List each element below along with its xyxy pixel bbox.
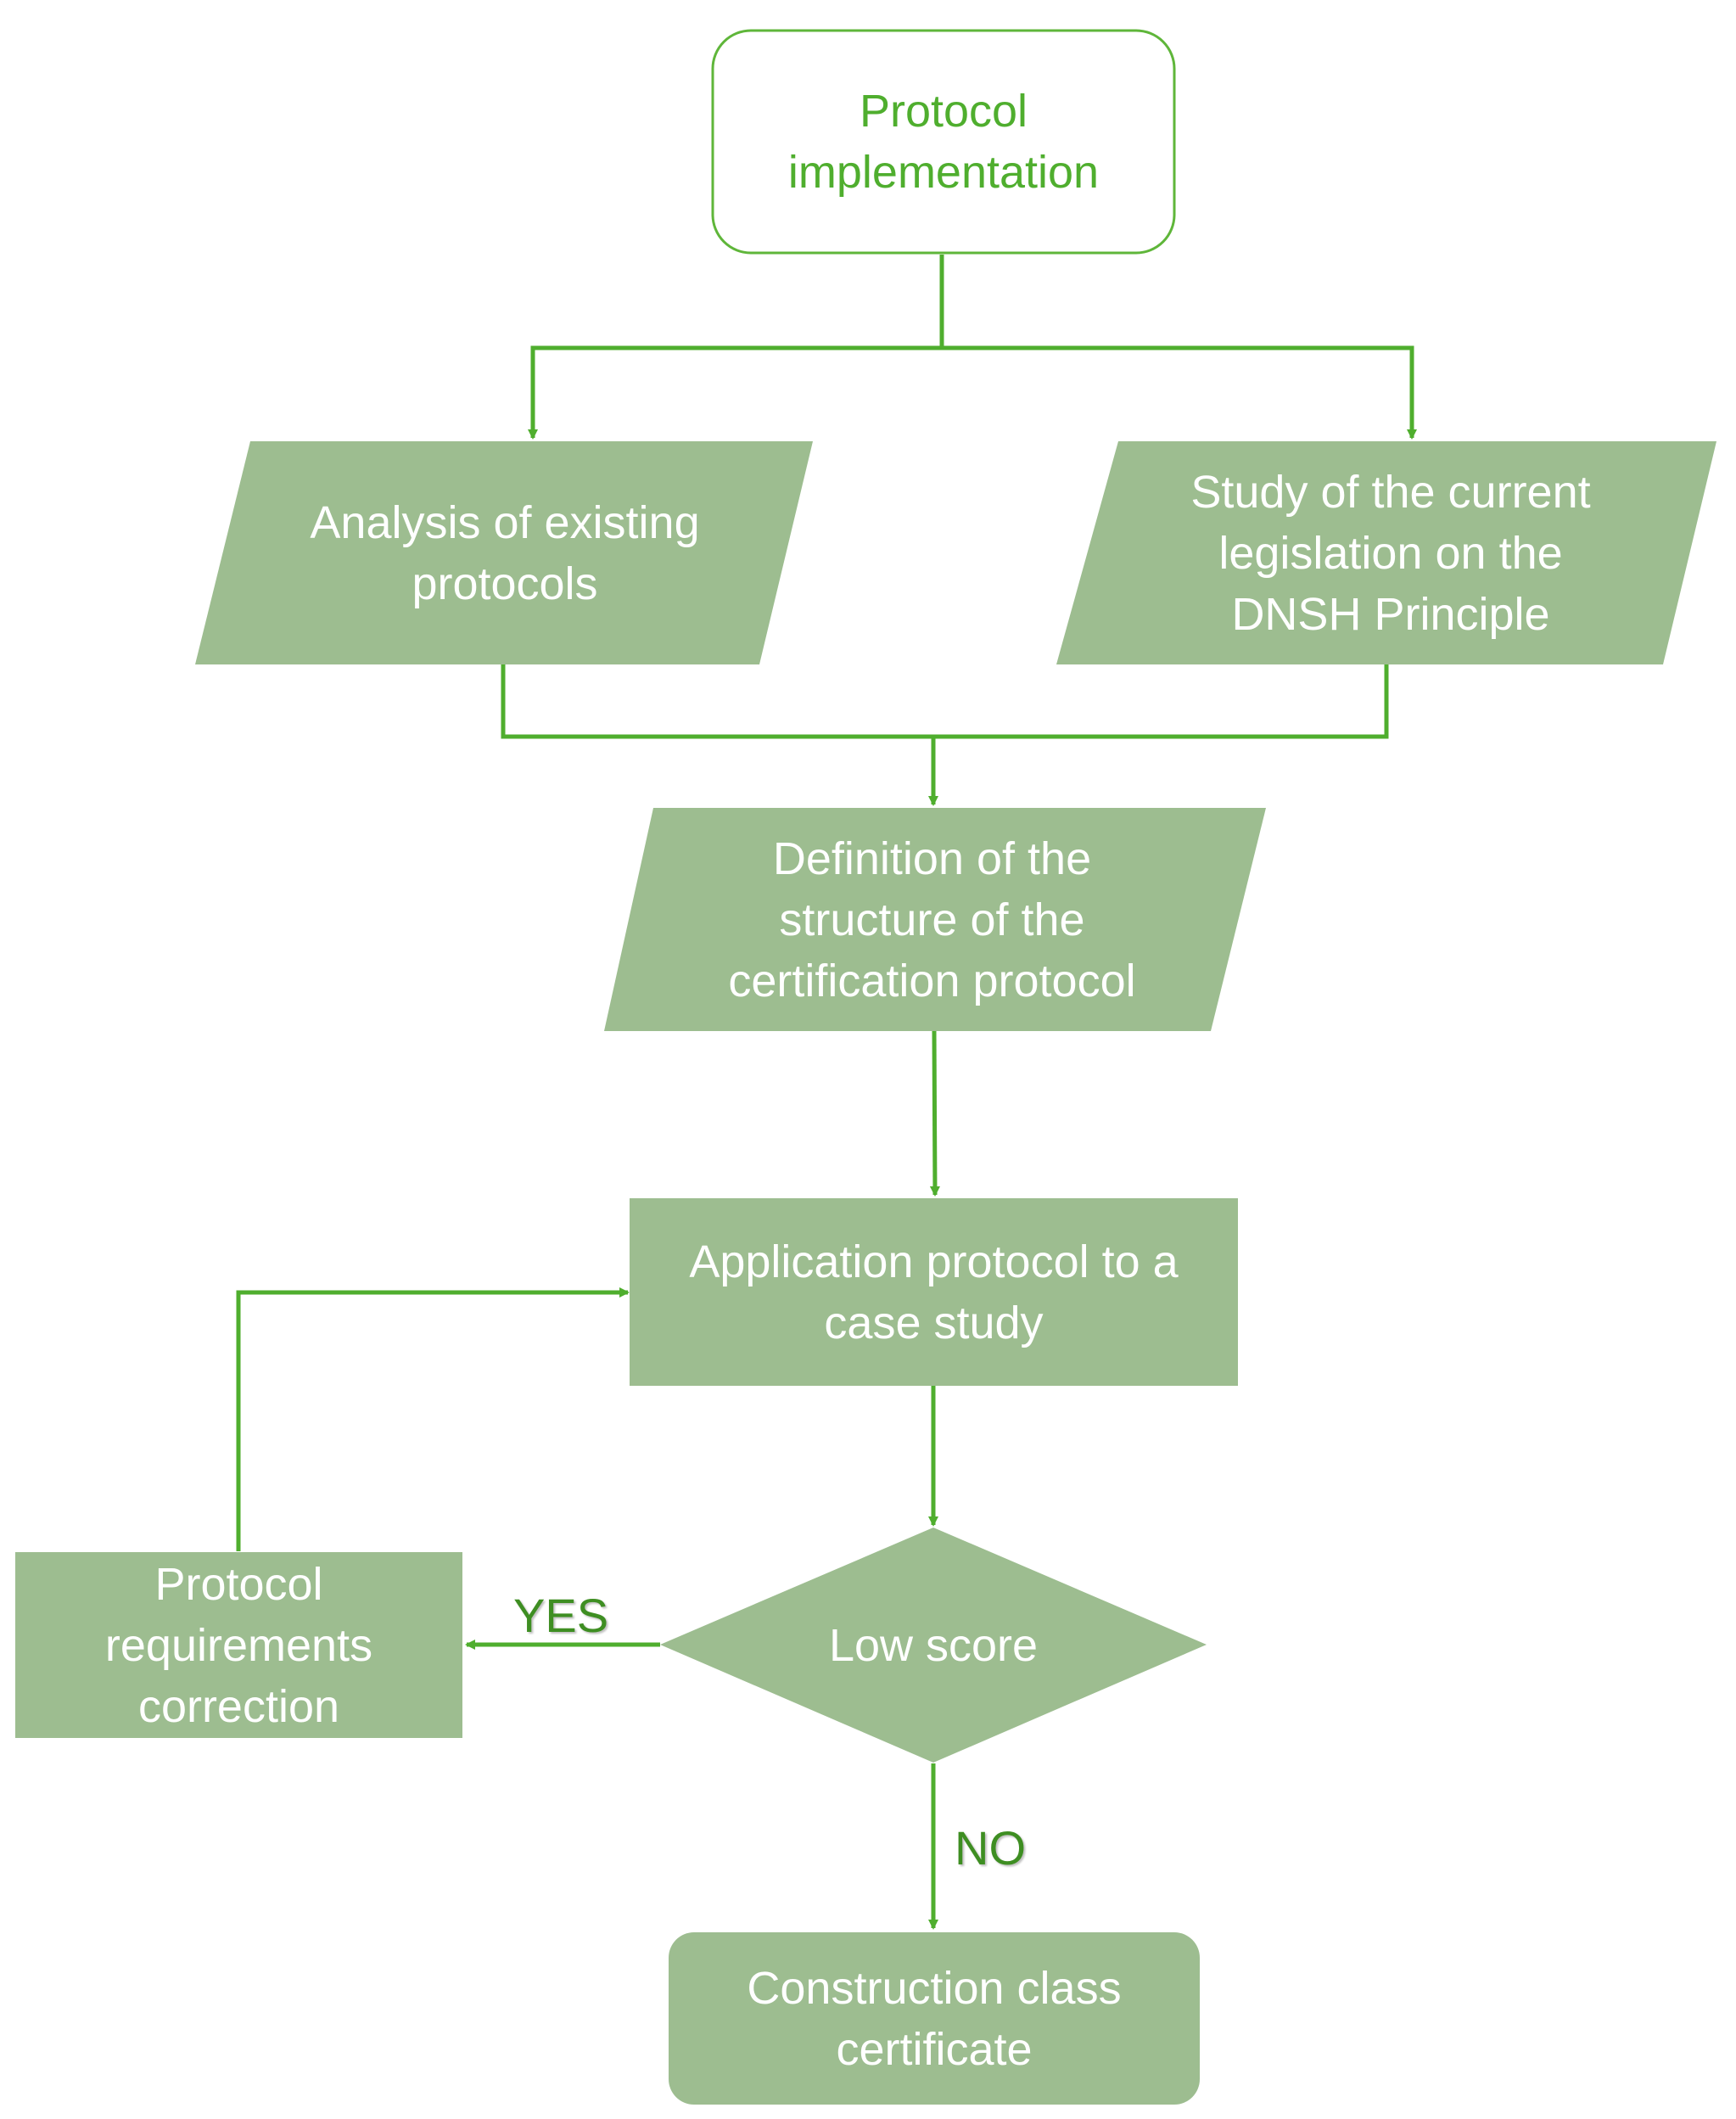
decision-node [660, 1528, 1207, 1763]
start-node [711, 29, 1176, 255]
analysis-node [195, 441, 813, 664]
edge-definition-to-application [929, 1030, 940, 1197]
definition-node [604, 808, 1266, 1031]
edge-start-to-analysis [528, 345, 942, 440]
edge-analysis-merge [501, 664, 933, 739]
edge-correction-to-application [236, 1287, 630, 1551]
edges [236, 255, 1417, 1930]
edge-start-to-legislation [942, 345, 1417, 440]
no-edge-label: NO [955, 1821, 1026, 1875]
legislation-node [1056, 441, 1716, 664]
application-node [630, 1198, 1238, 1386]
edge-legislation-merge [933, 664, 1389, 739]
correction-node [15, 1552, 462, 1738]
certificate-node [669, 1932, 1200, 2105]
yes-edge-label: YES [513, 1589, 609, 1642]
